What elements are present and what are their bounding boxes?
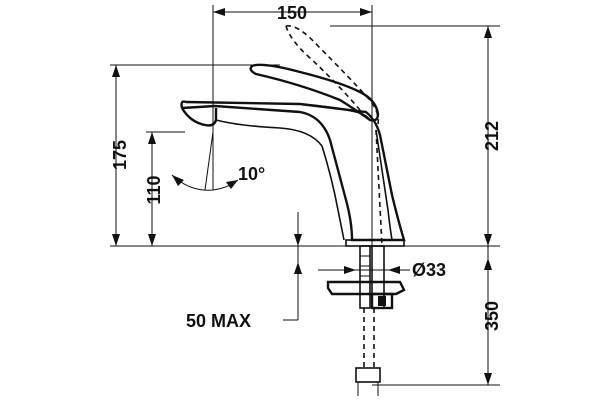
body-inner-left	[321, 145, 345, 241]
spout-tip	[180, 107, 218, 127]
fixing-plate	[326, 280, 406, 296]
arrowhead	[388, 266, 400, 274]
arrowhead	[172, 175, 184, 186]
body-hidden-line	[375, 129, 383, 247]
arrowhead	[294, 234, 302, 246]
body-inner-right	[375, 129, 393, 241]
dim-label-175: 175	[110, 140, 130, 170]
extension-lines	[110, 5, 500, 386]
arrowhead	[344, 266, 356, 274]
spout-top	[180, 100, 301, 109]
dim-label-110: 110	[144, 175, 164, 204]
lever-alt-position-outer	[285, 25, 380, 125]
fixing-nut	[370, 292, 394, 310]
arrowhead	[360, 8, 372, 16]
lever-handle	[249, 63, 380, 122]
arrowhead	[484, 234, 492, 246]
dim-label-150: 150	[277, 3, 307, 23]
dim-label-diameter: Ø33	[412, 260, 446, 280]
lever-base	[299, 103, 371, 121]
arrowhead	[148, 234, 156, 246]
arrowhead	[484, 373, 492, 385]
arrowhead	[112, 65, 120, 77]
arrowhead	[484, 258, 492, 270]
mounting-assembly	[326, 245, 406, 396]
dimension-labels: 150 175 110 10° 212 Ø33 50 MAX 350	[110, 3, 502, 331]
arrowhead	[112, 234, 120, 246]
lever-alt-position-inner	[285, 25, 361, 111]
dim-label-50-max: 50 MAX	[186, 311, 251, 331]
hose-connector	[355, 367, 381, 383]
dim-label-angle: 10°	[238, 164, 265, 184]
arrowhead	[148, 132, 156, 144]
faucet-body	[180, 25, 406, 247]
dim-label-350: 350	[482, 301, 502, 331]
spout-angle-line	[204, 131, 214, 191]
dim-label-212: 212	[482, 121, 502, 151]
threaded-rod	[359, 245, 371, 309]
arrowhead	[226, 180, 238, 189]
dimension-lines	[112, 8, 492, 385]
faucet-outline	[181, 102, 406, 242]
arrowhead	[484, 26, 492, 38]
arrowhead	[213, 8, 225, 16]
nut-fill	[378, 296, 386, 306]
spout-underside	[215, 119, 323, 147]
